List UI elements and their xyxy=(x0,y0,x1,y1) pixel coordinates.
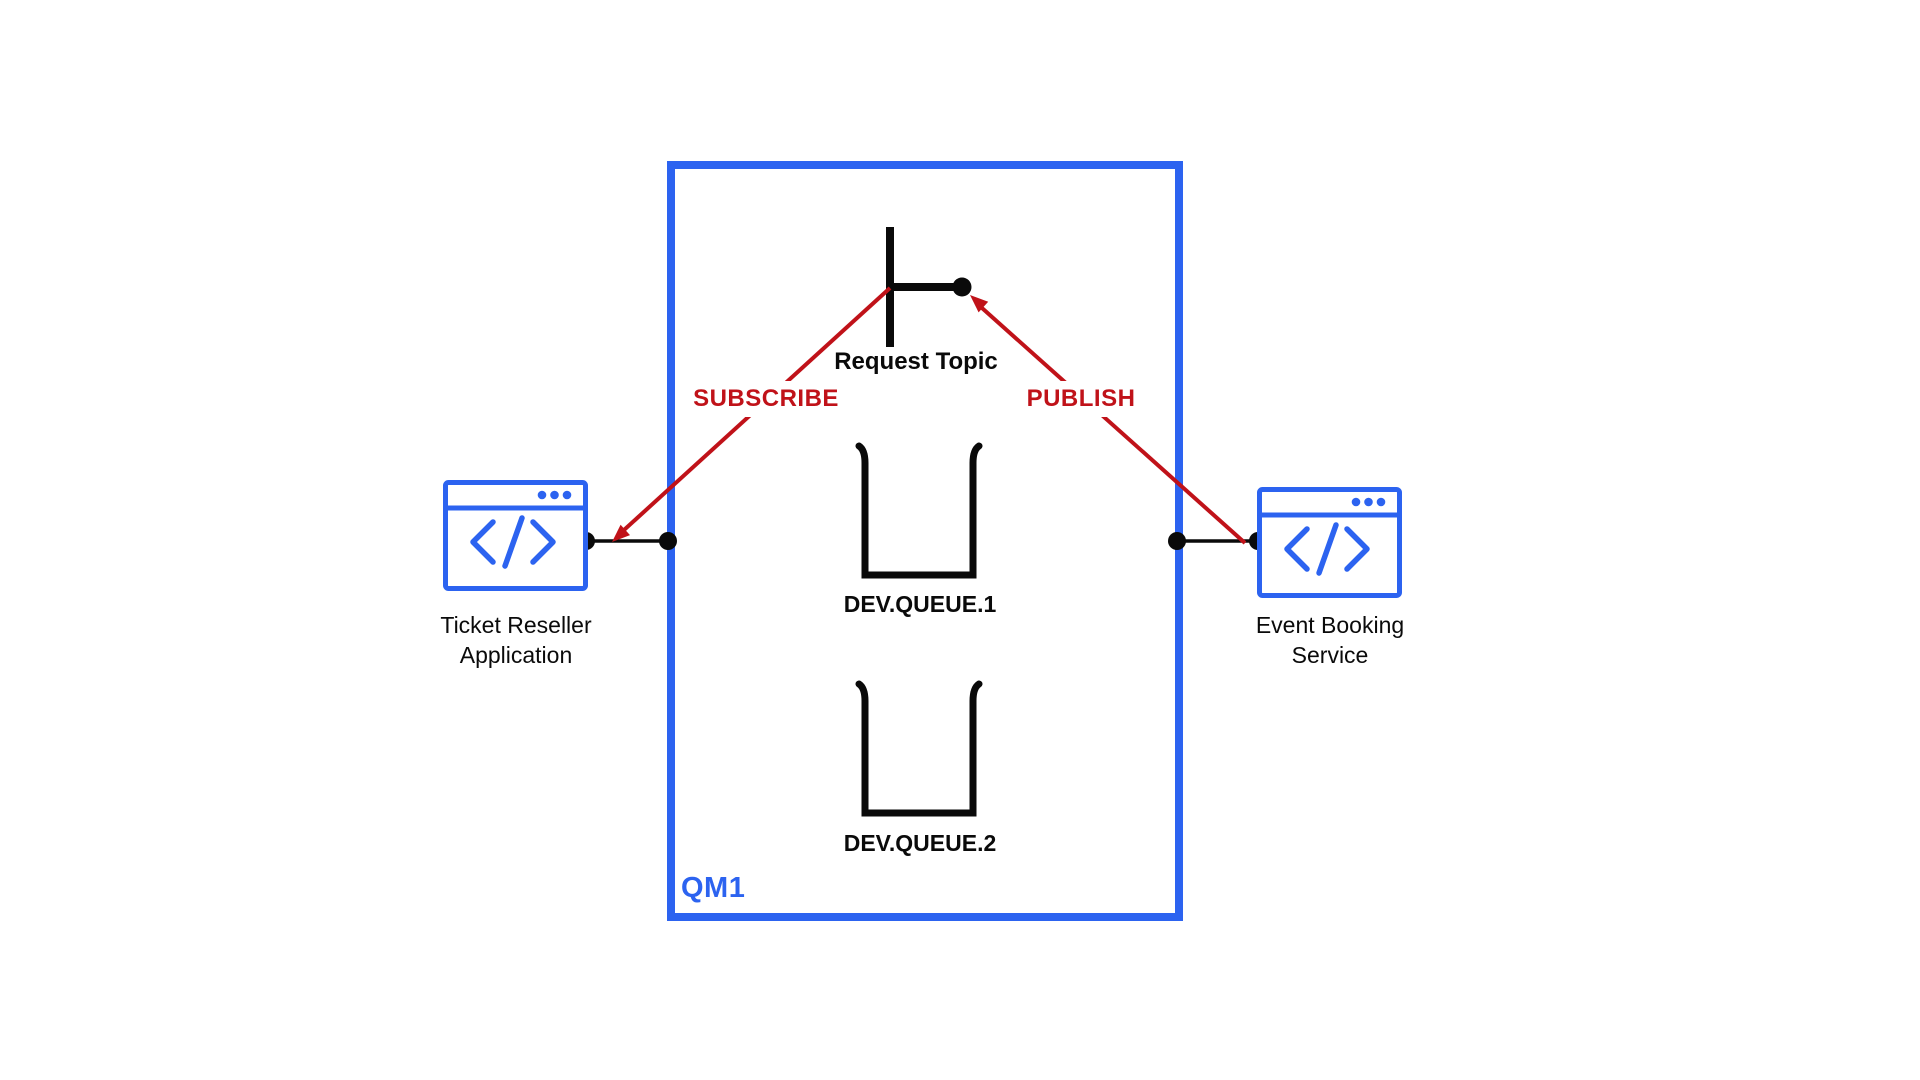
queue-icon-2 xyxy=(855,680,983,817)
queue-1-label: DEV.QUEUE.1 xyxy=(843,591,997,617)
event-booking-label-line2: Service xyxy=(1291,642,1369,668)
ticket-reseller-app-icon xyxy=(443,480,588,591)
qm1-label: QM1 xyxy=(681,872,746,904)
code-icon xyxy=(1284,522,1370,576)
request-topic-label: Request Topic xyxy=(834,348,998,375)
subscribe-label: SUBSCRIBE xyxy=(684,381,848,417)
connector-dot xyxy=(659,532,677,550)
publish-label: PUBLISH xyxy=(1017,381,1145,417)
topic-icon xyxy=(886,227,972,347)
ticket-reseller-label-line2: Application xyxy=(459,642,573,668)
connector-dot xyxy=(1168,532,1186,550)
event-booking-label: Event Booking Service xyxy=(1256,610,1404,670)
event-booking-label-line1: Event Booking xyxy=(1255,612,1405,638)
topic-endpoint-dot xyxy=(952,277,972,297)
code-icon xyxy=(470,515,556,569)
ticket-reseller-label-line1: Ticket Reseller xyxy=(440,612,592,638)
event-booking-service-icon xyxy=(1257,487,1402,598)
arrowhead xyxy=(970,295,989,313)
right-connector xyxy=(1168,532,1267,550)
arrowhead xyxy=(612,524,630,542)
queue-icon-1 xyxy=(855,442,983,579)
window-dots-icon xyxy=(537,490,572,500)
ticket-reseller-label: Ticket Reseller Application xyxy=(440,610,591,670)
window-dots-icon xyxy=(1351,497,1386,507)
publish-arrow xyxy=(970,295,1247,545)
queue-2-label: DEV.QUEUE.2 xyxy=(843,830,997,856)
